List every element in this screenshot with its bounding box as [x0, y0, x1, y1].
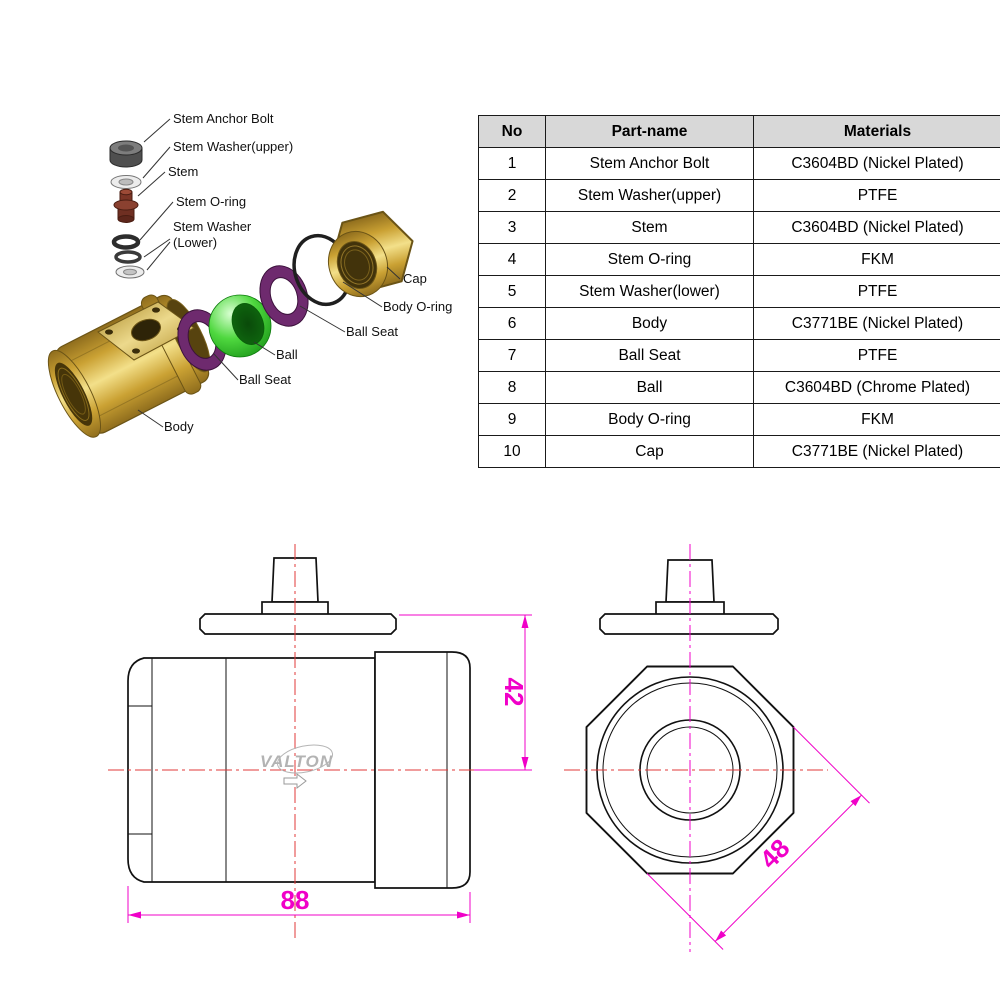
cell-part-name: Ball Seat [545, 339, 754, 372]
dimension-42: 42 [399, 614, 532, 771]
valton-logo: VALTON [260, 744, 334, 790]
stem-anchor-bolt-part [109, 140, 143, 168]
cell-no: 9 [478, 403, 546, 436]
cell-part-name: Stem Anchor Bolt [545, 147, 754, 180]
cell-materials: FKM [753, 243, 1000, 276]
cell-no: 3 [478, 211, 546, 244]
cell-no: 10 [478, 435, 546, 468]
col-header-part-name: Part-name [545, 115, 754, 148]
label-stem-anchor-bolt: Stem Anchor Bolt [173, 111, 274, 126]
stem-washer-lower-part [114, 250, 145, 279]
logo-text: VALTON [260, 752, 333, 771]
cell-part-name: Ball [545, 371, 754, 404]
cell-materials: C3604BD (Nickel Plated) [753, 211, 1000, 244]
cell-no: 7 [478, 339, 546, 372]
cap-part [328, 210, 414, 298]
parts-table-header-row: No Part-name Materials [478, 115, 1000, 148]
body-part [47, 294, 211, 438]
cell-materials: FKM [753, 403, 1000, 436]
cell-part-name: Body O-ring [545, 403, 754, 436]
cell-part-name: Stem Washer(upper) [545, 179, 754, 212]
label-ball: Ball [276, 347, 298, 362]
stem-washer-upper-part [110, 175, 142, 189]
col-header-materials: Materials [753, 115, 1000, 148]
label-stem-washer-lower-1: Stem Washer [173, 219, 252, 234]
stem-part [113, 188, 139, 223]
cell-part-name: Stem Washer(lower) [545, 275, 754, 308]
cell-no: 6 [478, 307, 546, 340]
cell-part-name: Body [545, 307, 754, 340]
stem-o-ring-part [111, 234, 141, 250]
cell-part-name: Stem [545, 211, 754, 244]
dim-length-text: 88 [281, 885, 310, 915]
ball-part [208, 294, 272, 358]
cell-materials: PTFE [753, 339, 1000, 372]
cell-materials: C3604BD (Chrome Plated) [753, 371, 1000, 404]
cell-no: 5 [478, 275, 546, 308]
end-view-drawing: 48 [564, 544, 870, 952]
cell-part-name: Cap [545, 435, 754, 468]
side-view-drawing: VALTON 42 88 [108, 544, 532, 940]
cell-no: 8 [478, 371, 546, 404]
cell-materials: PTFE [753, 275, 1000, 308]
label-stem-washer-upper: Stem Washer(upper) [173, 139, 293, 154]
cell-materials: C3771BE (Nickel Plated) [753, 307, 1000, 340]
cell-no: 2 [478, 179, 546, 212]
label-body-o-ring: Body O-ring [383, 299, 452, 314]
label-body: Body [164, 419, 194, 434]
exploded-view: Stem Anchor Bolt Stem Washer(upper) Stem… [47, 111, 452, 438]
cell-materials: C3604BD (Nickel Plated) [753, 147, 1000, 180]
label-stem-o-ring: Stem O-ring [176, 194, 246, 209]
flow-arrow-icon [283, 772, 307, 790]
dimension-88: 88 [127, 885, 471, 923]
dim-height-text: 42 [499, 678, 529, 707]
label-ball-seat-left: Ball Seat [239, 372, 291, 387]
cell-part-name: Stem O-ring [545, 243, 754, 276]
cell-no: 1 [478, 147, 546, 180]
label-cap: Cap [403, 271, 427, 286]
exploded-labels: Stem Anchor Bolt Stem Washer(upper) Stem… [164, 111, 452, 434]
label-ball-seat-right: Ball Seat [346, 324, 398, 339]
end-mounting-plate [599, 613, 779, 635]
cell-materials: PTFE [753, 179, 1000, 212]
col-header-no: No [478, 115, 546, 148]
label-stem-washer-lower-2: (Lower) [173, 235, 217, 250]
leader-lines [137, 118, 401, 428]
cell-no: 4 [478, 243, 546, 276]
cell-materials: C3771BE (Nickel Plated) [753, 435, 1000, 468]
side-mounting-plate [199, 613, 397, 635]
label-stem: Stem [168, 164, 198, 179]
